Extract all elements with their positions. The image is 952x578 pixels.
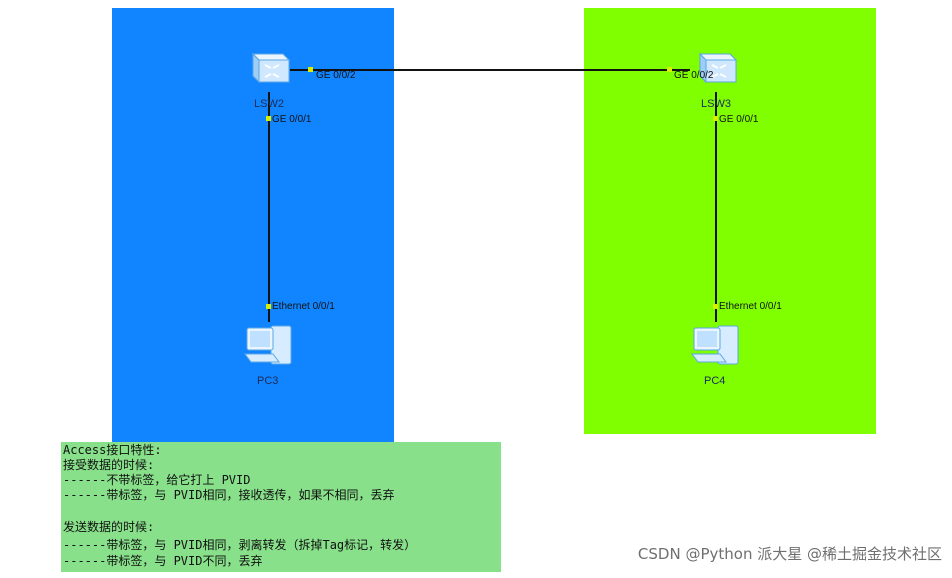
- note-line: 接受数据的时候:: [63, 458, 155, 472]
- pc4-label: PC4: [704, 375, 726, 387]
- switch-icon: [251, 52, 291, 84]
- port-marker: [713, 116, 718, 121]
- port-label-lsw3-ge002: GE 0/0/2: [674, 70, 714, 81]
- note-line: 发送数据的时候:: [63, 520, 155, 534]
- port-marker: [713, 304, 718, 309]
- note-line: ------带标签，与 PVID相同，接收透传，如果不相同，丢弃: [63, 488, 395, 502]
- switch-lsw2[interactable]: [245, 48, 291, 88]
- note-line: ------带标签，与 PVID不同，丢弃: [63, 554, 263, 568]
- note-line: ------不带标签，给它打上 PVID: [63, 473, 251, 487]
- switch-lsw3[interactable]: [692, 48, 738, 88]
- pc-pc3[interactable]: [243, 320, 295, 368]
- pc-icon: [691, 325, 739, 365]
- port-label-lsw3-ge001: GE 0/0/1: [719, 114, 759, 125]
- port-label-lsw2-ge002: GE 0/0/2: [316, 70, 356, 81]
- note-line: Access接口特性:: [63, 443, 162, 457]
- access-port-notes: Access接口特性: 接受数据的时候: ------不带标签，给它打上 PVI…: [61, 442, 501, 572]
- port-marker: [266, 116, 271, 121]
- port-label-pc4-eth001: Ethernet 0/0/1: [719, 301, 782, 312]
- port-marker: [308, 67, 313, 72]
- port-label-pc3-eth001: Ethernet 0/0/1: [272, 301, 335, 312]
- lsw2-label: LSW2: [254, 98, 284, 110]
- port-marker: [667, 67, 672, 72]
- port-label-lsw2-ge001: GE 0/0/1: [272, 114, 312, 125]
- vlan-zone-left: [112, 8, 394, 442]
- lsw3-label: LSW3: [701, 98, 731, 110]
- switch-icon: [698, 52, 738, 84]
- note-line: ------带标签，与 PVID相同，剥离转发（拆掉Tag标记，转发）: [63, 538, 417, 552]
- port-marker: [266, 304, 271, 309]
- pc-pc4[interactable]: [690, 320, 742, 368]
- pc3-label: PC3: [257, 375, 279, 387]
- pc-icon: [244, 325, 292, 365]
- watermark: CSDN @Python 派大星 @稀土掘金技术社区: [637, 545, 942, 563]
